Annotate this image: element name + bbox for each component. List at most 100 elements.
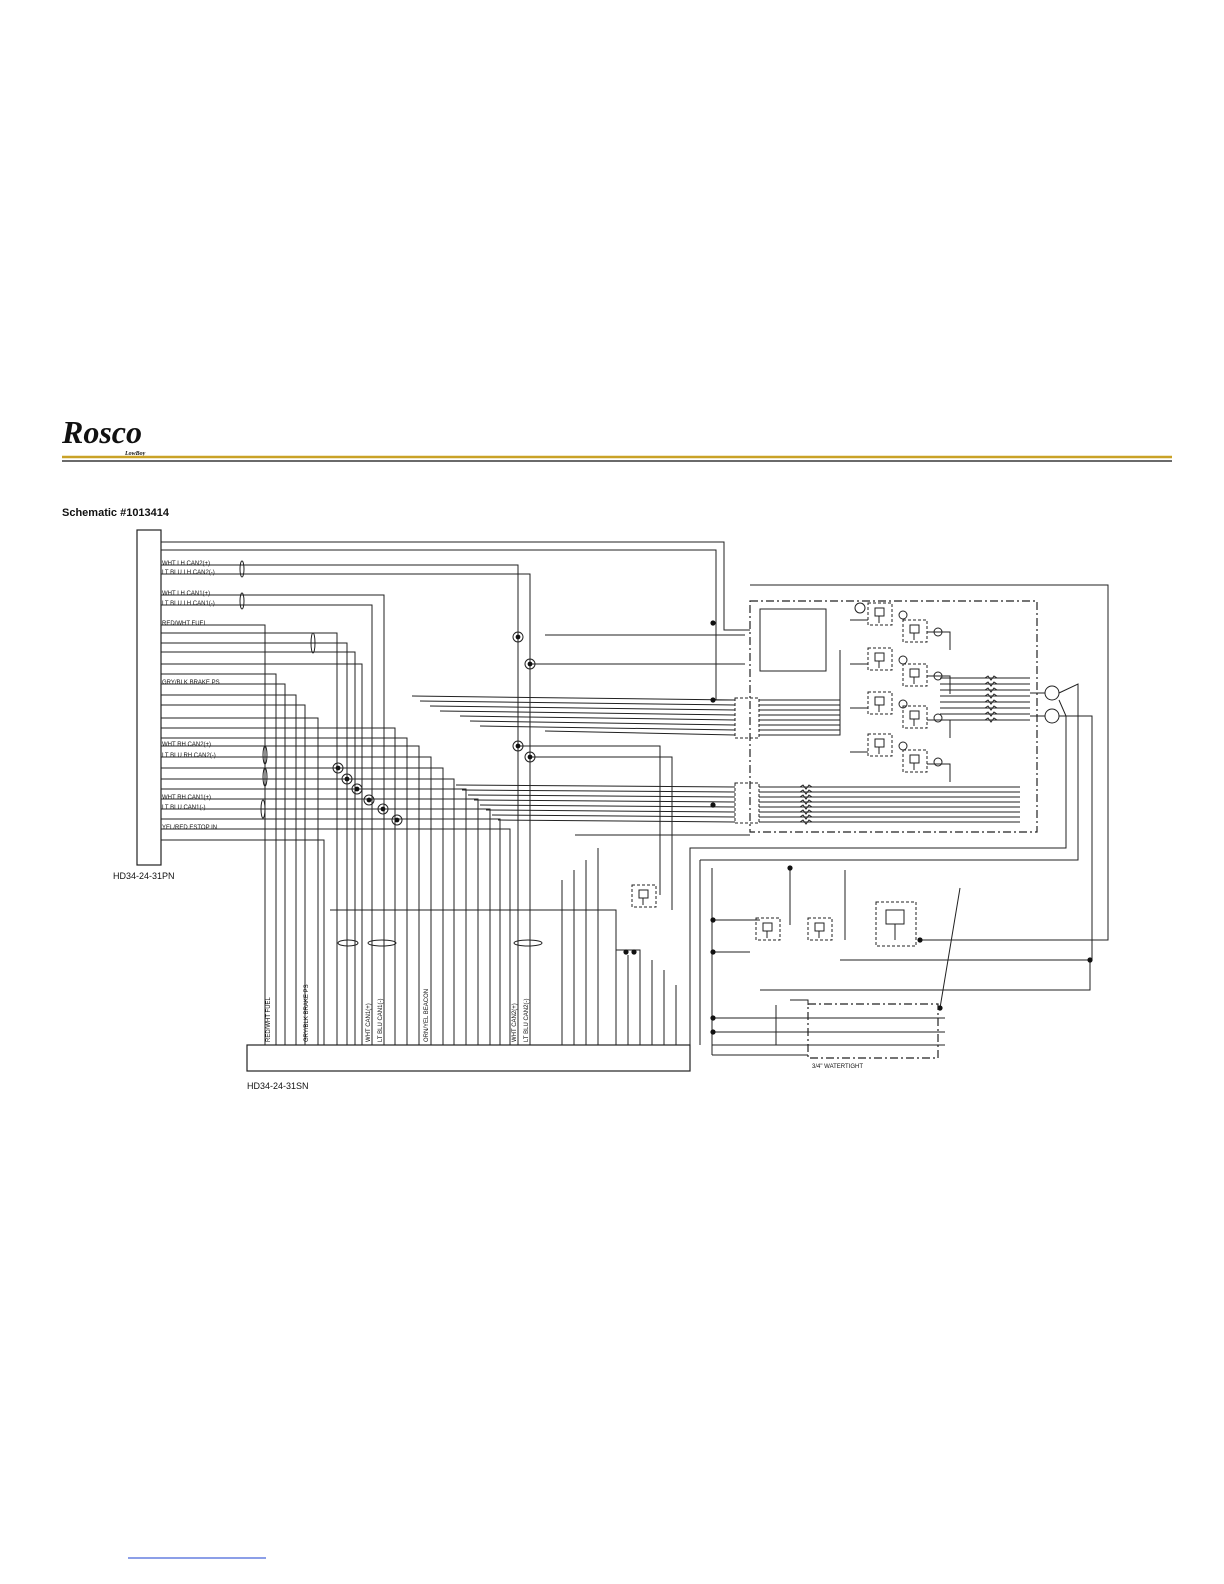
relay-indicator [898, 610, 908, 620]
splice-ring [512, 631, 524, 643]
bottom-pin-label: WHT CAN1(+) [366, 1003, 372, 1042]
splice-dot [515, 634, 521, 640]
left-pin-labels: WHT LH CAN2(+) LT BLU LH CAN2(-) WHT LH … [162, 561, 220, 831]
left-pin-label: LT BLU RH CAN2(-) [162, 753, 216, 759]
wiring-harness [161, 541, 1109, 1056]
wire-segment [455, 784, 736, 788]
relay-indicator [898, 655, 908, 665]
wire-segment [840, 715, 1093, 961]
wire-segment [700, 683, 1079, 861]
wire-segment [759, 650, 841, 701]
wire-segment [759, 656, 841, 711]
wire-segment [161, 694, 297, 1045]
splice-dot [527, 754, 533, 760]
wire-segment [799, 784, 813, 790]
wire-segment [461, 789, 736, 793]
logo-text: Rosco [61, 414, 142, 450]
wire-segment [467, 794, 736, 798]
bottom-connector-name: HD34-24-31SN [247, 1081, 309, 1091]
relay-outline [867, 602, 893, 626]
relay-outline-large [875, 901, 917, 947]
rosco-logo: Rosco LowBoy [61, 414, 146, 457]
wire-segment [419, 700, 736, 706]
relay-outline [902, 619, 928, 643]
wire-segment [161, 798, 479, 1045]
bottom-pin-label: LT BLU CAN2(-) [524, 999, 530, 1042]
wire-segment [927, 719, 951, 738]
wire-segment [760, 960, 1091, 991]
wire-segment [161, 717, 319, 1045]
terminal-strip-upper [734, 697, 760, 739]
relay-coil [909, 624, 920, 634]
wire-segment [799, 789, 813, 795]
wire-segment [161, 541, 750, 631]
splice-dot [335, 765, 341, 771]
relay-coil [909, 668, 920, 678]
splice-dot [515, 743, 521, 749]
bottom-pin-label: WHT CAN2(+) [512, 1003, 518, 1042]
relay-outline [902, 705, 928, 729]
wire-segment [984, 699, 998, 705]
wire-segment [161, 818, 501, 1045]
wire-segment [479, 804, 736, 808]
wire-segment [984, 717, 998, 723]
junction-dot [1087, 957, 1093, 963]
wire-segment [799, 804, 813, 810]
relay-bank [850, 602, 951, 782]
wire-segment [689, 699, 1067, 1045]
left-pin-label: LT BLU LH CAN2(-) [162, 570, 215, 576]
wire-segment [518, 745, 661, 895]
left-pin-label: LT BLU LH CAN1(-) [162, 601, 215, 607]
conduit-label: 3/4" WATERTIGHT [812, 1064, 863, 1070]
terminal-strip-lower [734, 782, 760, 824]
relay-indicator [933, 713, 943, 723]
watertight-conduit-box [807, 1003, 939, 1059]
relay-coil [814, 922, 825, 932]
relay-coil [874, 696, 885, 706]
header-rule [62, 455, 1172, 462]
wire-segment [161, 604, 373, 1045]
relay-outline [755, 917, 781, 941]
junction-dot [710, 917, 716, 923]
wire-segment [927, 675, 951, 694]
wire-segment [799, 799, 813, 805]
junction-dot [787, 865, 793, 871]
left-pin-label: RED/WHT FUEL [162, 621, 208, 627]
wire-segment [491, 814, 736, 818]
relay-outline [867, 691, 893, 715]
left-pin-label: WHT RH CAN2(+) [162, 742, 211, 748]
inner-module-box [759, 608, 827, 672]
relay-outline [867, 647, 893, 671]
wire-segment [411, 695, 736, 701]
wire-segment [161, 727, 396, 1045]
wire-segment [459, 715, 736, 721]
wire-segment [479, 725, 736, 731]
wire-segment [939, 887, 961, 1009]
wire-segment [759, 653, 841, 706]
wire-segment [984, 705, 998, 711]
wire-segment [790, 999, 809, 1005]
splice-dot [527, 661, 533, 667]
junction-dot [710, 620, 716, 626]
wire-segment [927, 763, 951, 782]
wire-segment [161, 683, 286, 1045]
wire-segment [530, 756, 673, 910]
wire-segment [759, 665, 841, 726]
splice-ring [512, 740, 524, 752]
splice-ring [341, 773, 353, 785]
external-relays [631, 884, 917, 947]
relay-outline [867, 733, 893, 757]
wire-segment [616, 949, 641, 1045]
wire-segment [161, 828, 511, 1045]
junction-dot [917, 937, 923, 943]
wire-segment [161, 737, 408, 1045]
left-pin-label: WHT LH CAN2(+) [162, 561, 210, 567]
wire-segment [161, 788, 467, 1045]
left-pin-label: GRY/BLK BRAKE PS [162, 680, 220, 686]
wire-segment [161, 767, 444, 1045]
relay-outline [631, 884, 657, 908]
relay-coil [909, 754, 920, 764]
relay-outline [807, 917, 833, 941]
relay-coil [909, 710, 920, 720]
splice-ring [351, 783, 363, 795]
